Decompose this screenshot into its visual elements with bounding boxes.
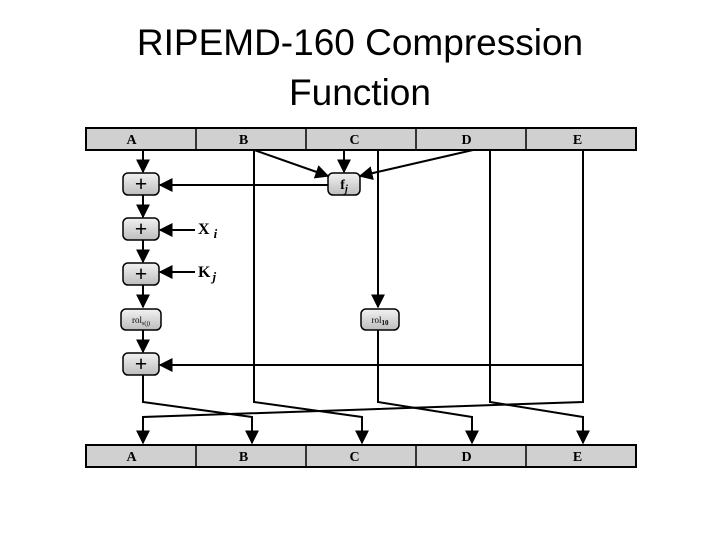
top-register-e: E: [573, 133, 583, 148]
adder-4-symbol: +: [135, 351, 148, 376]
x-label: X: [198, 221, 210, 238]
bottom-register-e: E: [573, 450, 583, 465]
function-fj-box: fj: [327, 172, 361, 196]
rol-10-box: rol10: [360, 308, 400, 331]
x-subscript: i: [214, 226, 218, 241]
top-register-row: A B C D E: [85, 127, 637, 151]
adder-4: +: [122, 351, 160, 376]
adder-2: +: [122, 216, 160, 241]
bottom-register-row: A B C D E: [85, 444, 637, 468]
svg-text:rols(j): rols(j): [132, 315, 150, 327]
function-label: f: [340, 178, 345, 193]
svg-text:rol10: rol10: [372, 315, 390, 327]
function-subscript: j: [343, 184, 348, 195]
rol-s-box: rols(j): [120, 308, 162, 331]
adder-2-symbol: +: [135, 216, 148, 241]
adder-1-symbol: +: [135, 171, 148, 196]
top-register-c: C: [349, 133, 360, 148]
bottom-register-c: C: [349, 450, 360, 465]
diagram-wires: [136, 149, 590, 445]
rol-s-subscript: s(j): [142, 320, 150, 327]
bottom-register-d: D: [461, 450, 472, 465]
bottom-register-b: B: [239, 450, 249, 465]
bottom-register-a: A: [126, 450, 137, 465]
slide-title: RIPEMD-160 Compression Function: [0, 18, 720, 118]
top-register-a: A: [126, 133, 137, 148]
adder-3-symbol: +: [135, 261, 148, 286]
rol-10-label: rol: [372, 315, 382, 325]
k-subscript: j: [210, 269, 216, 284]
top-register-b: B: [239, 133, 249, 148]
top-register-d: D: [461, 133, 472, 148]
adder-3: +: [122, 261, 160, 286]
title-line-2: Function: [289, 72, 431, 113]
rol-10-subscript: 10: [382, 319, 390, 327]
svg-text:fj: fj: [340, 178, 348, 195]
title-line-1: RIPEMD-160 Compression: [136, 22, 584, 63]
adder-1: +: [122, 171, 160, 196]
k-label: K: [198, 264, 211, 281]
rol-s-label: rol: [132, 315, 142, 325]
